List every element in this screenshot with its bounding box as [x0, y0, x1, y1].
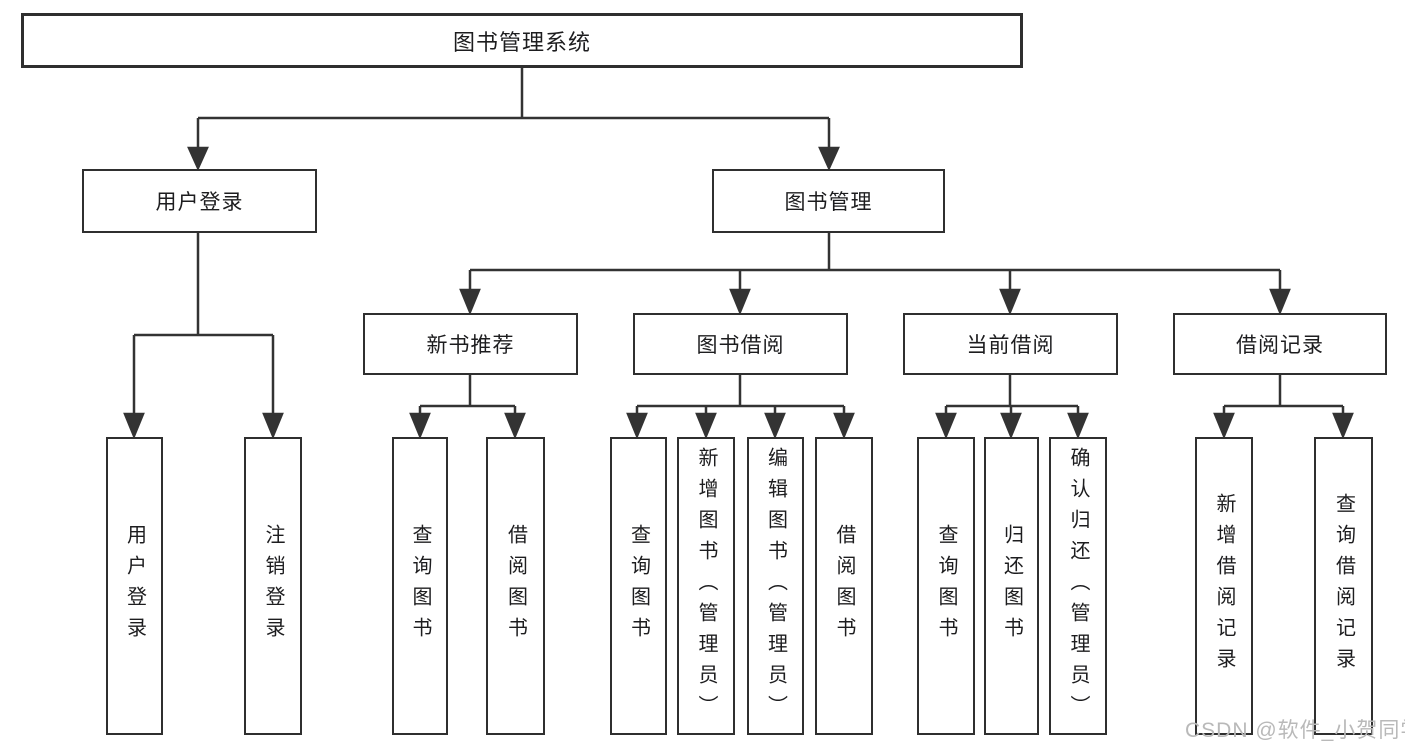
node-new-book-recommend-label: 新书推荐 [426, 334, 515, 357]
leaf-recommend-query-book-label: 查询图书 [409, 524, 431, 648]
arrow-heads [123, 118, 1354, 440]
node-book-management: 图书管理 [712, 169, 945, 233]
node-root-label: 图书管理系统 [452, 29, 591, 55]
arrow [187, 118, 209, 172]
leaf-add-book-admin: 新增图书（管理员） [677, 437, 735, 735]
tree-branch-lines [134, 68, 1343, 408]
leaf-current-query-book-label: 查询图书 [935, 524, 957, 648]
arrow [729, 270, 751, 316]
arrow [409, 406, 431, 440]
leaf-confirm-return-admin-label: 确认归还（管理员） [1067, 446, 1089, 726]
leaf-query-borrow-record: 查询借阅记录 [1314, 437, 1373, 735]
leaf-recommend-borrow-book: 借阅图书 [486, 437, 545, 735]
arrow [818, 118, 840, 172]
arrow [833, 406, 855, 440]
arrow [262, 335, 284, 440]
leaf-logout-label: 注销登录 [262, 524, 284, 648]
leaf-confirm-return-admin: 确认归还（管理员） [1049, 437, 1107, 735]
leaf-return-book-label: 归还图书 [1000, 524, 1023, 648]
arrow [1213, 406, 1235, 440]
node-root: 图书管理系统 [21, 13, 1023, 68]
leaf-return-book: 归还图书 [984, 437, 1039, 735]
leaf-user-login-label: 用户登录 [123, 524, 146, 648]
node-book-borrow-label: 图书借阅 [696, 334, 785, 357]
leaf-add-book-admin-label: 新增图书（管理员） [695, 446, 717, 726]
arrow [626, 406, 648, 440]
node-borrow-records-label: 借阅记录 [1236, 334, 1324, 357]
leaf-recommend-query-book: 查询图书 [392, 437, 448, 735]
leaf-add-borrow-record: 新增借阅记录 [1195, 437, 1253, 735]
node-new-book-recommend: 新书推荐 [363, 313, 578, 375]
leaf-add-borrow-record-label: 新增借阅记录 [1213, 493, 1235, 679]
arrow [1269, 270, 1291, 316]
csdn-watermark: CSDN @软件_小贺同学 [1185, 719, 1405, 742]
arrow [764, 406, 786, 440]
leaf-borrow-query-book-label: 查询图书 [627, 524, 650, 648]
leaf-edit-book-admin-label: 编辑图书（管理员） [764, 446, 787, 726]
leaf-borrow-book-label: 借阅图书 [833, 524, 855, 648]
arrow [504, 406, 526, 440]
node-borrow-records: 借阅记录 [1173, 313, 1387, 375]
leaf-recommend-borrow-book-label: 借阅图书 [504, 524, 527, 648]
node-user-login: 用户登录 [82, 169, 317, 233]
arrow [1067, 406, 1089, 440]
arrow [1332, 406, 1354, 440]
leaf-user-login: 用户登录 [106, 437, 163, 735]
leaf-edit-book-admin: 编辑图书（管理员） [747, 437, 804, 735]
arrow [123, 335, 145, 440]
node-current-borrow-label: 当前借阅 [966, 334, 1055, 357]
leaf-current-query-book: 查询图书 [917, 437, 975, 735]
arrow [999, 270, 1021, 316]
node-current-borrow: 当前借阅 [903, 313, 1118, 375]
leaf-borrow-book: 借阅图书 [815, 437, 873, 735]
node-book-management-label: 图书管理 [784, 191, 873, 214]
leaf-borrow-query-book: 查询图书 [610, 437, 667, 735]
leaf-query-borrow-record-label: 查询借阅记录 [1332, 493, 1355, 679]
arrow [459, 270, 481, 316]
arrow [695, 406, 717, 440]
arrow [935, 406, 957, 440]
node-user-login-label: 用户登录 [155, 191, 244, 214]
arrow [1000, 406, 1022, 440]
leaf-logout: 注销登录 [244, 437, 302, 735]
node-book-borrow: 图书借阅 [633, 313, 848, 375]
